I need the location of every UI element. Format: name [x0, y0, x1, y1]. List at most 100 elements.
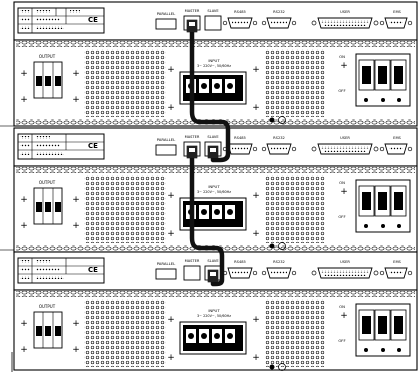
on-label: ON: [339, 304, 345, 309]
on-label: ON: [339, 180, 345, 185]
screw-icon: +: [252, 353, 260, 363]
screw-icon: +: [252, 103, 260, 113]
output-breaker[interactable]: [33, 311, 63, 349]
screw-icon: +: [252, 315, 260, 325]
off-label: OFF: [338, 88, 345, 93]
ems-label: EMS: [393, 10, 401, 14]
input-breaker[interactable]: [355, 179, 411, 233]
screw-icon: +: [20, 345, 28, 355]
output-breaker[interactable]: [33, 187, 63, 225]
svg-text:CE: CE: [88, 266, 98, 274]
screw-icon: +: [72, 69, 80, 79]
input-breaker[interactable]: [355, 53, 411, 107]
screw-icon: +: [72, 95, 80, 105]
user-port[interactable]: [311, 267, 379, 279]
ground-icon: [269, 116, 286, 124]
ems-label: EMS: [393, 136, 401, 140]
screw-icon: +: [72, 221, 80, 231]
user-port[interactable]: [311, 143, 379, 155]
parallel-cable-a: [189, 32, 231, 163]
screw-icon: +: [167, 191, 175, 201]
input-label: INPUT: [208, 308, 220, 313]
master-label: MASTER: [185, 9, 200, 13]
screw-icon: +: [167, 103, 175, 113]
slave-label: SLAVE: [207, 135, 219, 139]
parallel-label: PARALLEL: [157, 11, 176, 16]
output-breaker[interactable]: [33, 61, 63, 99]
nameplate: CE: [17, 257, 105, 284]
master-port[interactable]: [183, 265, 201, 281]
input-spec-label: 3~ 220V~, 50/60Hz: [197, 314, 231, 318]
vent-grille-right: [265, 175, 325, 243]
screw-icon: +: [252, 229, 260, 239]
master-label: MASTER: [185, 259, 200, 263]
ups-unit-top: CE PARALLEL MASTER SLAVE RS485 RS232: [13, 1, 418, 127]
screw-icon: +: [20, 95, 28, 105]
parallel-cable-b: [189, 158, 225, 287]
off-label: OFF: [338, 338, 345, 343]
screw-icon: +: [167, 65, 175, 75]
user-port[interactable]: [311, 17, 379, 29]
output-label: OUTPUT: [39, 180, 56, 185]
rs232-label: RS232: [273, 136, 285, 140]
screw-icon: +: [72, 345, 80, 355]
svg-text:CE: CE: [88, 142, 98, 150]
rs485-port[interactable]: [222, 267, 258, 279]
input-spec-label: 3~ 220V~, 50/60Hz: [197, 190, 231, 194]
input-label: INPUT: [208, 184, 220, 189]
rs232-port[interactable]: [261, 267, 297, 279]
vent-grille-left: [84, 175, 166, 243]
screw-icon: +: [340, 187, 348, 197]
screw-icon: +: [252, 65, 260, 75]
rs485-label: RS485: [234, 10, 246, 14]
rs485-label: RS485: [234, 260, 246, 264]
slave-label: SLAVE: [207, 259, 219, 263]
input-label: INPUT: [208, 58, 220, 63]
ground-icon: [269, 242, 286, 250]
screw-icon: +: [20, 69, 28, 79]
output-label: OUTPUT: [39, 304, 56, 309]
screw-icon: +: [167, 315, 175, 325]
ground-icon: [269, 363, 286, 371]
parallel-port[interactable]: [155, 18, 177, 30]
parallel-port[interactable]: [155, 144, 177, 156]
vent-grille-left: [84, 299, 166, 367]
slave-port[interactable]: [204, 15, 222, 31]
screw-icon: +: [167, 353, 175, 363]
ems-port[interactable]: [379, 17, 413, 29]
slave-label: SLAVE: [207, 9, 219, 13]
screw-icon: +: [252, 191, 260, 201]
ems-port[interactable]: [379, 267, 413, 279]
cable-plug-overlay: [187, 20, 218, 282]
input-spec-label: 3~ 220V~, 50/60Hz: [197, 64, 231, 68]
rs232-port[interactable]: [261, 17, 297, 29]
vent-grille-right: [265, 49, 325, 117]
rs232-label: RS232: [273, 10, 285, 14]
ridge-border-top: [16, 291, 415, 297]
ems-label: EMS: [393, 260, 401, 264]
nameplate: CE: [17, 7, 105, 34]
ups-unit-bottom: CE PARALLEL MASTER SLAVE RS485 RS232 USE…: [13, 251, 418, 371]
screw-icon: +: [20, 221, 28, 231]
input-breaker[interactable]: [355, 303, 411, 357]
user-label: USER: [340, 260, 350, 264]
ridge-border-top: [16, 41, 415, 47]
screw-icon: +: [72, 319, 80, 329]
screw-icon: +: [20, 319, 28, 329]
screw-icon: +: [20, 195, 28, 205]
rs485-port[interactable]: [222, 17, 258, 29]
parallel-label: PARALLEL: [157, 261, 176, 266]
parallel-label: PARALLEL: [157, 137, 176, 142]
input-terminal-block[interactable]: [179, 321, 247, 355]
rs232-port[interactable]: [261, 143, 297, 155]
off-label: OFF: [338, 214, 345, 219]
on-label: ON: [339, 54, 345, 59]
screw-icon: +: [72, 195, 80, 205]
nameplate: CE: [17, 133, 105, 160]
parallel-port[interactable]: [155, 268, 177, 280]
ems-port[interactable]: [379, 143, 413, 155]
vent-grille-right: [265, 299, 325, 367]
vent-grille-left: [84, 49, 166, 117]
